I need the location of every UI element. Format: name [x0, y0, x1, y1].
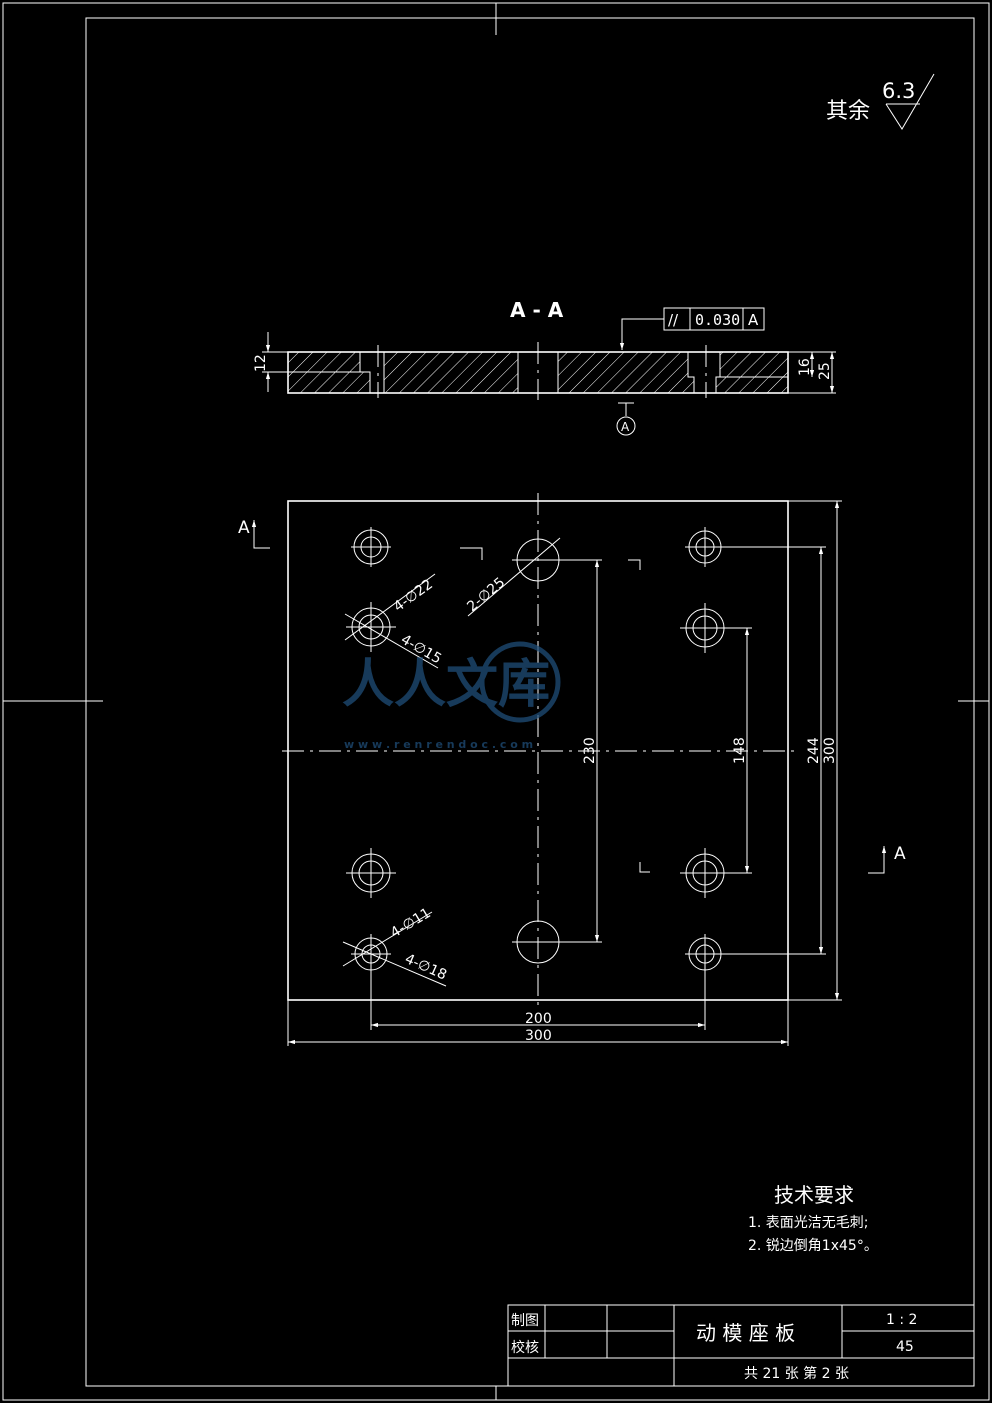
dim-thickness: 25: [817, 362, 833, 380]
dim-230: 230: [582, 737, 598, 764]
callout-guide-cbore: 4-∅22: [391, 576, 436, 615]
material: 45: [896, 1339, 914, 1355]
dim-width: 300: [525, 1028, 552, 1044]
drawn-label: 制图: [511, 1313, 539, 1329]
guide-hole-tl: [351, 527, 391, 567]
tolerance-symbol: //: [668, 311, 679, 329]
guide-hole-tr: [685, 527, 725, 567]
watermark-text: 人人文库: [342, 655, 550, 715]
datum-marker: A: [616, 402, 636, 436]
dim-step-height: 16: [797, 358, 813, 376]
guide-hole-br: [680, 848, 730, 898]
svg-text:A: A: [894, 844, 906, 864]
callout-return-hole: 2-∅25: [464, 575, 508, 616]
roughness-value: 6.3: [882, 79, 915, 103]
screw-hole-br: [685, 934, 725, 974]
watermark-url: w w w . r e n r e n d o c . c o m: [344, 738, 533, 751]
section-title: A - A: [510, 298, 564, 322]
dim-counterbore-depth: 12: [253, 354, 269, 372]
return-hole-bottom: [512, 920, 564, 964]
part-name: 动 模 座 板: [696, 1321, 795, 1345]
dim-148: 148: [732, 737, 748, 764]
guide-hole-mr: [680, 603, 730, 653]
guide-hole-bl: [346, 848, 396, 898]
section-mark-right: A: [868, 844, 906, 874]
section-mark-left: A: [238, 518, 270, 549]
callout-screw-hole: 4-∅11: [388, 905, 434, 941]
watermark: 人人文库 w w w . r e n r e n d o c . c o m: [342, 641, 561, 751]
checked-label: 校核: [511, 1339, 539, 1356]
svg-text:A: A: [238, 518, 250, 538]
section-view: A - A 12 16 25: [253, 298, 836, 436]
tolerance-frame: // 0.030 A: [619, 307, 765, 350]
dim-height: 300: [822, 737, 838, 764]
roughness-label: 其余: [826, 99, 870, 124]
tech-req-item-1: 1. 表面光洁无毛刺;: [748, 1215, 869, 1231]
guide-hole-ml: [346, 602, 396, 652]
tech-req-item-2: 2. 锐边倒角1x45°。: [748, 1238, 878, 1254]
tolerance-datum: A: [748, 311, 759, 329]
title-block: 制图 校核 动 模 座 板 1 : 2 45 共 21 张 第 2 张: [507, 1304, 975, 1387]
callout-screw-cbore: 4-∅18: [402, 951, 449, 984]
tolerance-value: 0.030: [695, 311, 740, 329]
dim-244: 244: [806, 737, 822, 764]
tech-requirements: 技术要求 1. 表面光洁无毛刺; 2. 锐边倒角1x45°。: [748, 1183, 878, 1254]
datum-marker-letter: A: [621, 420, 630, 434]
scale: 1 : 2: [886, 1312, 917, 1328]
dim-hole-span-x: 200: [525, 1011, 552, 1027]
return-hole-top: [512, 538, 564, 582]
plan-view: 4-∅22 4-∅15 2-∅25 4-∅11 4-∅18 A A 200 30…: [238, 493, 906, 1046]
roughness-symbol: 其余 6.3: [826, 73, 935, 130]
tech-req-title: 技术要求: [774, 1183, 854, 1207]
sheet-info: 共 21 张 第 2 张: [744, 1365, 849, 1382]
